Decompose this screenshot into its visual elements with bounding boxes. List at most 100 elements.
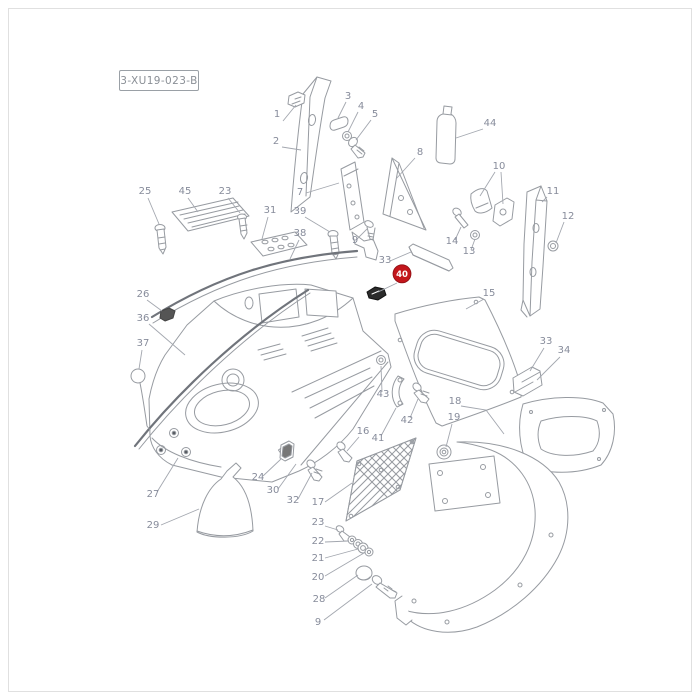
part-window-panel bbox=[376, 296, 523, 460]
diagram-code-box: 3-XU19-023-B bbox=[119, 70, 199, 91]
leader-line bbox=[281, 146, 302, 151]
part-number: 31 bbox=[264, 205, 277, 216]
part-number: 20 bbox=[312, 572, 325, 583]
part-number: 10 bbox=[493, 161, 506, 172]
part-number: 2 bbox=[273, 136, 279, 147]
part-number: 26 bbox=[137, 289, 150, 300]
part-number: 21 bbox=[312, 553, 325, 564]
part-number: 32 bbox=[287, 495, 300, 506]
part-number: 28 bbox=[313, 594, 326, 605]
leader-line bbox=[160, 508, 200, 526]
part-number: 4 bbox=[358, 101, 364, 112]
leader-line bbox=[377, 282, 398, 293]
part-number: 1 bbox=[274, 109, 280, 120]
leader-line bbox=[261, 216, 269, 240]
leader-line bbox=[395, 157, 416, 180]
part-fastener-set-top bbox=[329, 116, 366, 159]
part-number: 33 bbox=[540, 336, 553, 347]
part-number: 9 bbox=[315, 617, 321, 628]
leader-line bbox=[380, 407, 397, 437]
part-number: 23 bbox=[219, 186, 232, 197]
leader-line bbox=[156, 457, 179, 493]
leader-line bbox=[148, 323, 186, 356]
part-number: 22 bbox=[312, 536, 325, 547]
part-number: 13 bbox=[463, 246, 476, 257]
part-bracket-group bbox=[340, 157, 427, 261]
part-number: 8 bbox=[417, 147, 423, 158]
part-number: 7 bbox=[297, 187, 303, 198]
leader-line bbox=[409, 398, 419, 419]
part-number: 14 bbox=[446, 236, 459, 247]
part-number: 39 bbox=[294, 206, 307, 217]
part-mesh-panel bbox=[345, 437, 417, 522]
part-number: 9 bbox=[352, 235, 358, 246]
part-side-trim bbox=[130, 288, 311, 450]
leader-line bbox=[262, 458, 282, 477]
part-number: 17 bbox=[312, 497, 325, 508]
part-small-fasteners-mid bbox=[279, 440, 353, 482]
part-fastener-stack-bottom bbox=[335, 525, 398, 599]
part-curved-trim-strip bbox=[150, 249, 359, 324]
leader-line bbox=[324, 482, 353, 503]
part-number: 19 bbox=[448, 412, 461, 423]
part-adhesive-bottle bbox=[435, 105, 457, 165]
leader-line bbox=[454, 226, 462, 241]
leader-line bbox=[227, 197, 241, 214]
leader-line bbox=[346, 436, 360, 452]
leader-line bbox=[289, 239, 300, 260]
leader-line bbox=[146, 299, 163, 312]
part-number: 33 bbox=[379, 255, 392, 266]
leader-line bbox=[282, 104, 297, 122]
leader-line bbox=[541, 196, 548, 203]
leader-line bbox=[355, 119, 372, 141]
leader-line bbox=[460, 405, 505, 435]
part-number: 30 bbox=[267, 485, 280, 496]
part-number: 25 bbox=[139, 186, 152, 197]
part-number: 38 bbox=[294, 228, 307, 239]
leader-line bbox=[479, 171, 496, 197]
part-number: 15 bbox=[483, 288, 496, 299]
leader-line bbox=[529, 347, 545, 372]
part-console-body bbox=[148, 283, 392, 483]
leader-line bbox=[347, 111, 359, 133]
leader-line bbox=[297, 472, 313, 500]
part-number: 5 bbox=[372, 109, 378, 120]
part-number: 11 bbox=[547, 186, 560, 197]
diagram-code-label: 3-XU19-023-B bbox=[120, 74, 198, 87]
leader-line bbox=[470, 238, 476, 251]
leader-line bbox=[147, 197, 160, 225]
leader-line bbox=[324, 574, 359, 599]
leader-line bbox=[380, 365, 383, 393]
leader-line bbox=[389, 251, 412, 262]
leader-line bbox=[445, 423, 453, 448]
leader-line bbox=[455, 128, 484, 139]
leader-line bbox=[555, 221, 565, 244]
leader-line bbox=[277, 463, 297, 490]
part-pillar-trim-right bbox=[520, 185, 559, 318]
leader-line bbox=[536, 356, 561, 381]
leader-line bbox=[324, 540, 350, 543]
leader-line bbox=[337, 101, 347, 119]
leader-line bbox=[138, 349, 143, 370]
part-lever-boot bbox=[196, 462, 254, 538]
leader-line bbox=[324, 548, 359, 559]
part-number: 43 bbox=[377, 389, 390, 400]
part-number: 23 bbox=[312, 517, 325, 528]
part-block-right bbox=[512, 366, 543, 397]
part-number: 29 bbox=[147, 520, 160, 531]
leader-line bbox=[304, 216, 331, 233]
leader-line bbox=[323, 583, 373, 621]
part-fender-assembly bbox=[394, 397, 615, 633]
leader-line bbox=[324, 552, 365, 577]
part-number: 42 bbox=[401, 415, 414, 426]
highlighted-part-number: 40 bbox=[396, 270, 408, 280]
part-latch-pieces bbox=[452, 188, 515, 240]
part-number: 16 bbox=[357, 426, 370, 437]
part-vent-grilles bbox=[154, 197, 340, 260]
leader-line bbox=[356, 228, 368, 240]
part-number: 36 bbox=[137, 313, 150, 324]
part-number: 24 bbox=[252, 472, 265, 483]
